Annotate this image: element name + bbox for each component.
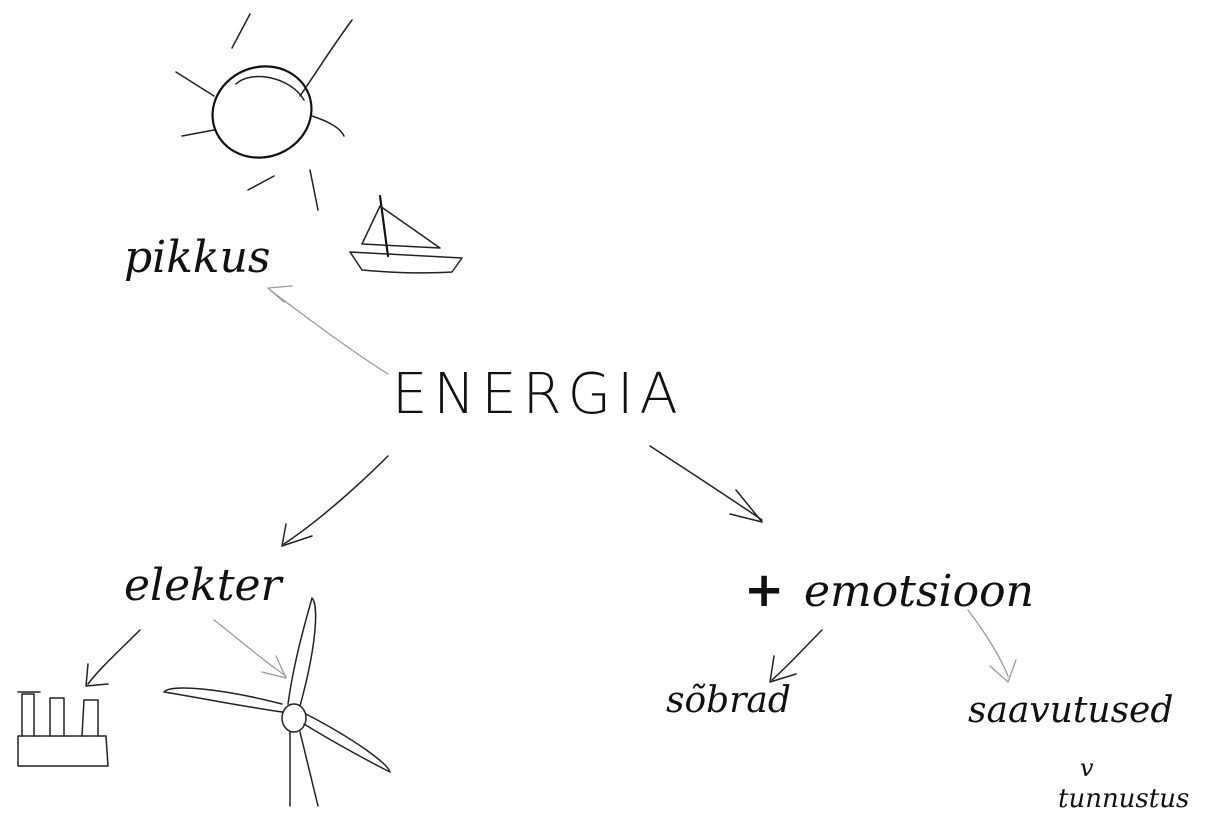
center-word: ENERGIA	[392, 362, 684, 427]
node-emotsioon: emotsioon	[804, 566, 1034, 617]
arrow-to-saavutused	[967, 609, 1017, 683]
node-saavutused: saavutused	[968, 690, 1174, 731]
sailboat-icon	[349, 194, 463, 274]
factory-icon	[17, 691, 109, 767]
sun-icon	[175, 13, 353, 211]
arrow-to-sobrad	[769, 629, 823, 683]
arrow-to-turbine	[213, 619, 287, 679]
node-elekter: elekter	[124, 560, 282, 611]
wind-turbine-icon	[163, 597, 391, 807]
down-mark: v	[1080, 754, 1094, 782]
arrow-to-emotsioon	[649, 445, 763, 523]
arrow-to-factory	[85, 629, 141, 687]
arrow-to-pikkus	[267, 285, 389, 375]
node-tunnustus: tunnustus	[1058, 784, 1190, 814]
plus-sign: +	[744, 562, 785, 618]
arrow-to-elekter	[281, 455, 389, 547]
node-sobrad: sõbrad	[666, 680, 791, 721]
node-pikkus: pikkus	[124, 232, 271, 283]
